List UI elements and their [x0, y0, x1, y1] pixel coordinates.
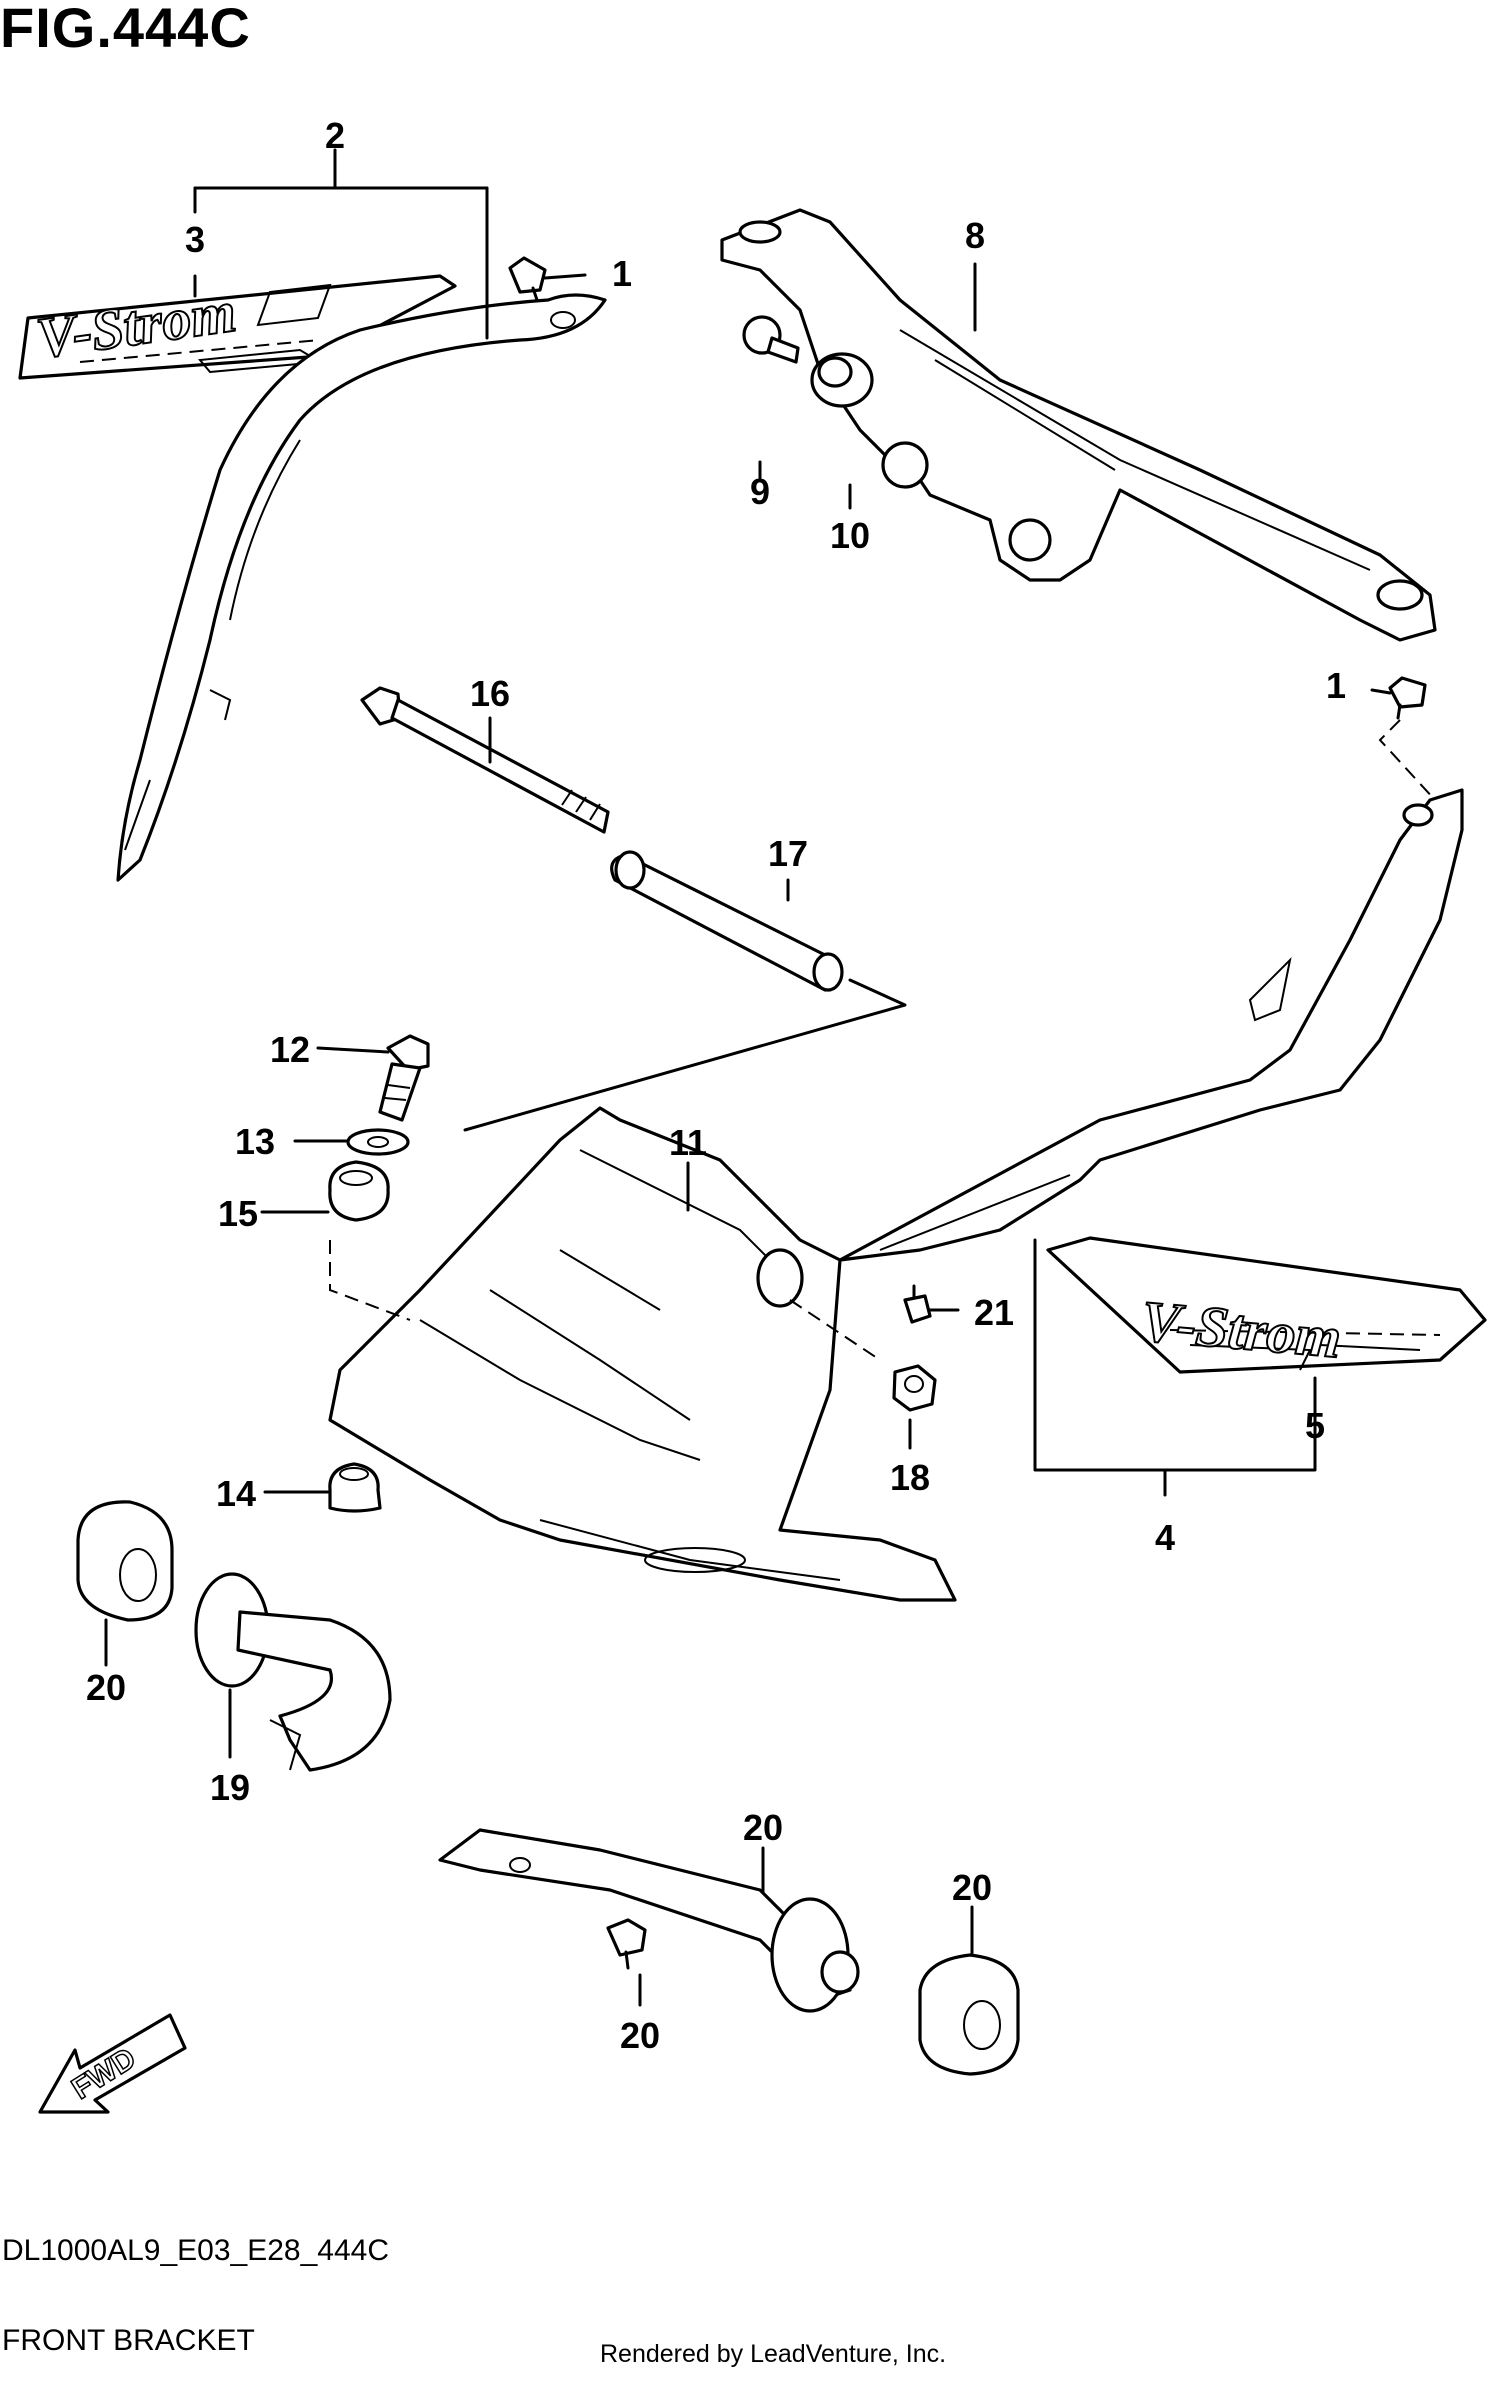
part-1-screw-right[interactable] — [1370, 676, 1436, 801]
callout-1-top: 1 — [612, 253, 632, 294]
callout-21: 21 — [974, 1292, 1014, 1333]
part-5-right-decal[interactable]: V-Strom — [1046, 1236, 1487, 1374]
part-21-screw[interactable] — [903, 1284, 960, 1324]
part-6-upper-bracket[interactable] — [720, 208, 1437, 642]
part-8-grommet[interactable] — [810, 352, 874, 408]
part-18-right-stay[interactable] — [438, 1828, 860, 2013]
callout-14: 16 — [470, 673, 510, 714]
callout-8: 10 — [830, 515, 870, 556]
part-20-mount-right[interactable] — [918, 1953, 1020, 2076]
part-10-bolt[interactable] — [378, 1034, 430, 1122]
part-9-main-bracket[interactable] — [328, 978, 957, 1602]
callout-17: 19 — [210, 1767, 250, 1808]
part-4-right-cover[interactable] — [838, 788, 1464, 1262]
part-17-left-stay[interactable] — [194, 1572, 392, 1772]
callout-1-right: 1 — [1326, 665, 1346, 706]
drawing-name: FRONT BRACKET — [2, 2324, 255, 2357]
callout-18: 20 — [743, 1807, 783, 1848]
part-16-nut[interactable] — [789, 1299, 937, 1412]
part-13-grommet[interactable] — [328, 1160, 411, 1321]
part-7-bolt[interactable] — [742, 315, 800, 364]
part-20-mount-left[interactable] — [76, 1500, 174, 1622]
callout-7: 9 — [750, 471, 770, 512]
callout-10: 12 — [270, 1029, 310, 1070]
part-11-washer[interactable] — [346, 1128, 410, 1156]
part-15-collar[interactable] — [610, 850, 844, 992]
fwd-arrow: FWD — [38, 2013, 187, 2114]
part-2-left-cover[interactable] — [116, 293, 607, 882]
callout-3: 3 — [185, 219, 205, 260]
part-1-screw-top[interactable] — [508, 256, 587, 302]
callout-6: 8 — [965, 215, 985, 256]
part-14-long-bolt[interactable] — [360, 686, 610, 834]
drawing-code: DL1000AL9_E03_E28_444C — [2, 2234, 389, 2267]
callout-13: 15 — [218, 1193, 258, 1234]
leader-lines — [104, 148, 1317, 2007]
callout-9: 11 — [669, 1122, 707, 1163]
callout-11: 13 — [235, 1121, 275, 1162]
callout-5: 5 — [1305, 1405, 1325, 1446]
callout-20-left: 20 — [86, 1667, 126, 1708]
callout-20-right: 20 — [952, 1867, 992, 1908]
callout-12: 14 — [216, 1473, 256, 1514]
decal-logo-right: V-Strom — [1139, 1288, 1344, 1370]
part-12-collar[interactable] — [328, 1462, 382, 1513]
part-19-bolt[interactable] — [606, 1918, 647, 1970]
figure-title: FIG.444C — [0, 0, 251, 59]
callout-2: 2 — [325, 115, 345, 156]
callout-16: 18 — [890, 1457, 930, 1498]
callout-19: 20 — [620, 2015, 660, 2056]
callout-15: 17 — [768, 833, 808, 874]
callout-4: 4 — [1155, 1517, 1175, 1558]
render-credit: Rendered by LeadVenture, Inc. — [600, 2340, 947, 2368]
callout-numbers: 2 3 1 1 8 9 10 16 17 11 12 13 15 14 21 1… — [86, 115, 1346, 2056]
part-3-left-decal[interactable]: V-Strom — [18, 274, 457, 380]
